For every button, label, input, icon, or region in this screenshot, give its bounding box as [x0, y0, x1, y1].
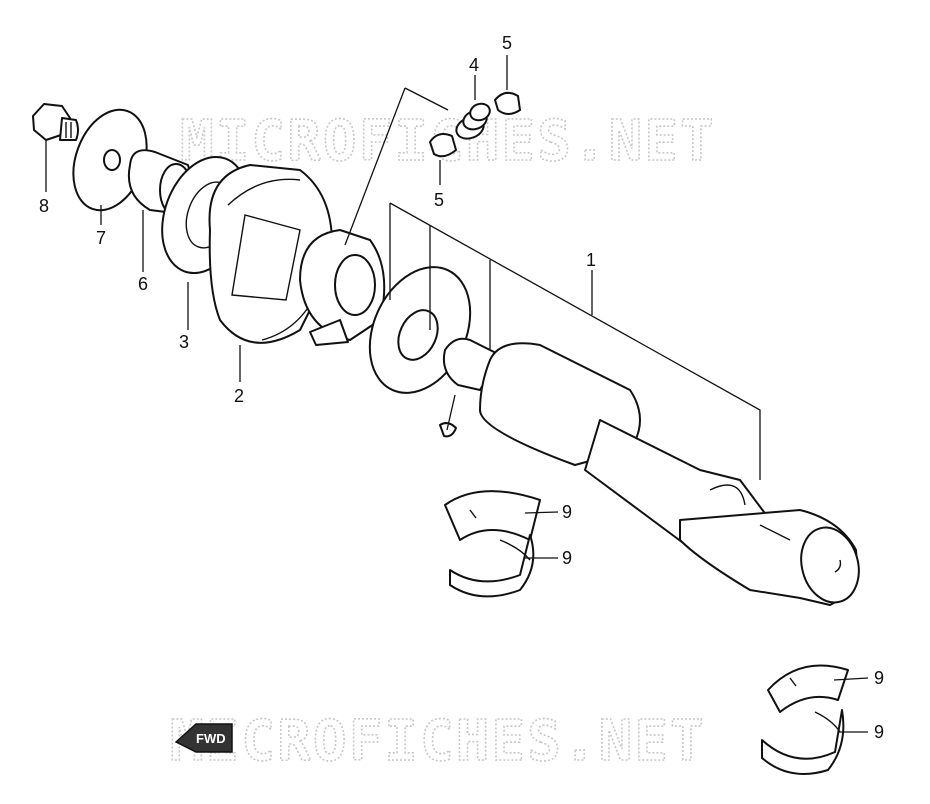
bearing-part-9-upper-left	[444, 490, 541, 541]
pin-part-5-lower	[429, 133, 457, 158]
callout-5-upper: 5	[502, 33, 512, 53]
bearing-part-9-lower-right	[761, 709, 845, 775]
callout-9-c: 9	[874, 668, 884, 688]
callout-8: 8	[39, 196, 49, 216]
callout-9-a: 9	[562, 502, 572, 522]
bearing-part-9-lower-left	[449, 534, 535, 598]
callout-2: 2	[234, 386, 244, 406]
watermark-bottom: MICROFICHES.NET	[170, 709, 706, 774]
arrow-left-icon	[174, 723, 233, 753]
leader-lines	[45, 55, 869, 733]
fwd-badge: FWD	[174, 723, 233, 753]
spring-part-4	[455, 102, 491, 140]
callout-7: 7	[96, 228, 106, 248]
callout-3: 3	[179, 332, 189, 352]
callout-9-d: 9	[874, 722, 884, 742]
fwd-label: FWD	[196, 731, 226, 746]
callout-5-lower: 5	[434, 190, 444, 210]
callout-6: 6	[138, 274, 148, 294]
bolt-part-8	[32, 103, 79, 141]
callout-4: 4	[469, 55, 479, 75]
washer-part-7	[72, 108, 148, 212]
pin-part-5-upper	[494, 91, 521, 115]
bearing-part-9-upper-right	[767, 664, 849, 713]
callout-1: 1	[586, 250, 596, 270]
shaft-part-1	[439, 337, 860, 606]
collar	[299, 229, 386, 346]
callout-9-b: 9	[562, 548, 572, 568]
